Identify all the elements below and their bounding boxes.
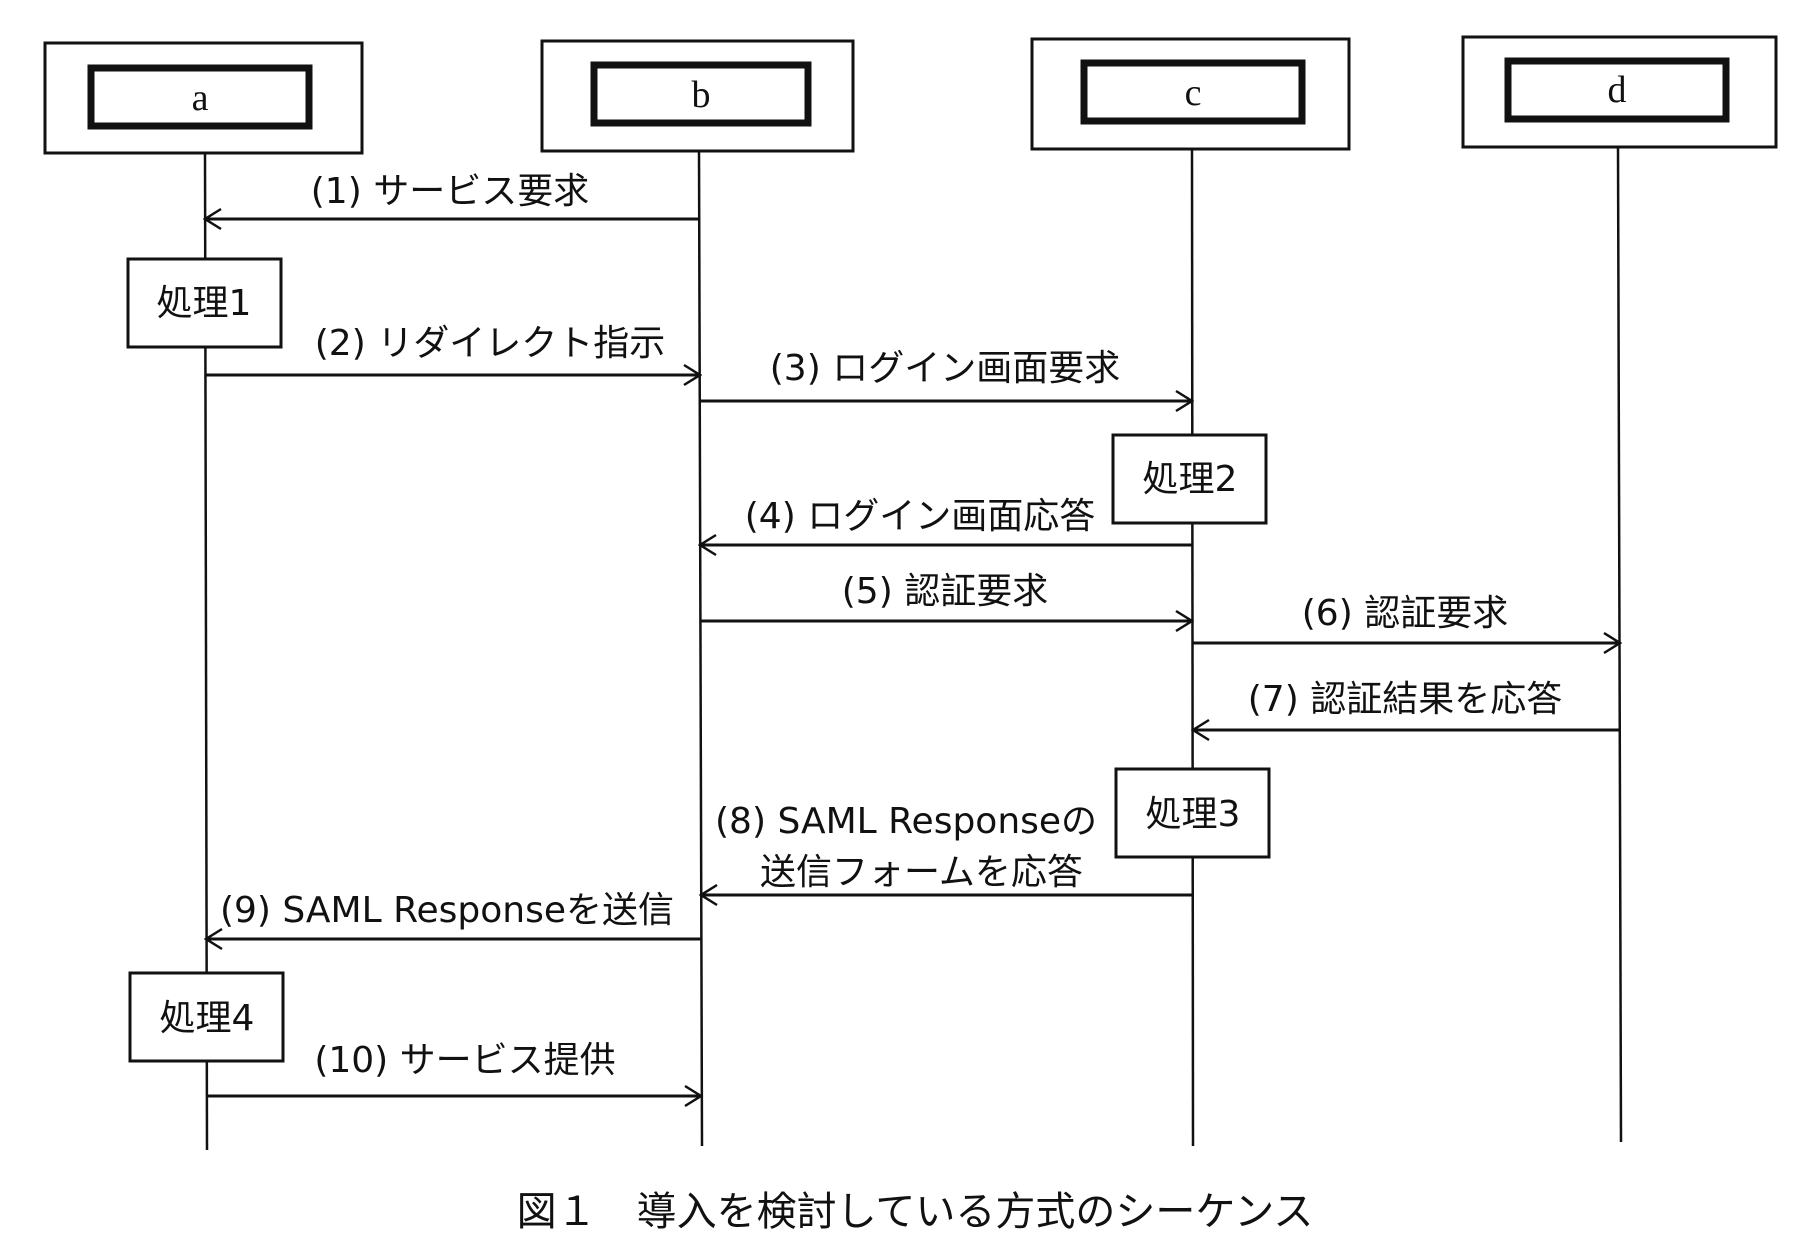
actor-a: a: [43, 41, 364, 155]
process-2-label: 処理2: [1143, 459, 1238, 500]
process-3-label: 処理3: [1146, 794, 1241, 835]
message-9-label: (9) SAML Responseを送信: [220, 890, 674, 931]
message-7: (7) 認証結果を応答: [1193, 679, 1620, 730]
message-4-label: (4) ログイン画面応答: [745, 496, 1095, 537]
process-1-label: 処理1: [157, 283, 252, 324]
message-5-label: (5) 認証要求: [842, 571, 1048, 612]
message-6-label: (6) 認証要求: [1302, 593, 1508, 634]
actor-c: c: [1030, 37, 1351, 151]
lifeline-c: [1190, 148, 1195, 1147]
message-5: (5) 認証要求: [700, 571, 1192, 621]
lifeline-b: [697, 150, 704, 1147]
actor-d-label: d: [1608, 69, 1627, 111]
message-7-label: (7) 認証結果を応答: [1248, 679, 1562, 720]
actor-a-label: a: [192, 77, 209, 119]
process-4: 処理4: [128, 971, 285, 1063]
message-2-label: (2) リダイレクト指示: [315, 323, 665, 364]
message-1-label: (1) サービス要求: [311, 171, 589, 212]
message-2: (2) リダイレクト指示: [206, 323, 700, 375]
actor-d-inner-box: [1504, 57, 1730, 123]
actor-b-inner-box: [590, 61, 812, 127]
actor-b: b: [540, 39, 855, 153]
process-3: 処理3: [1114, 767, 1271, 859]
message-1: (1) サービス要求: [205, 171, 699, 219]
actor-a-inner-box: [87, 64, 313, 130]
message-4: (4) ログイン画面応答: [700, 496, 1192, 545]
message-10: (10) サービス提供: [207, 1040, 701, 1096]
message-9: (9) SAML Responseを送信: [206, 890, 701, 939]
message-10-label: (10) サービス提供: [314, 1040, 615, 1081]
process-2: 処理2: [1111, 433, 1268, 525]
message-8: (8) SAML Responseの 送信フォームを応答: [701, 801, 1193, 895]
message-8-label-line2: 送信フォームを応答: [760, 852, 1083, 893]
actor-b-label: b: [692, 74, 711, 116]
figure-caption: 図１ 導入を検討している方式のシーケンス: [517, 1189, 1314, 1235]
actor-c-label: c: [1185, 72, 1202, 114]
actor-d: d: [1461, 35, 1778, 149]
process-3-box: [1114, 767, 1271, 859]
process-1-box: [126, 257, 283, 349]
message-6: (6) 認証要求: [1192, 593, 1620, 643]
process-2-box: [1111, 433, 1268, 525]
process-1: 処理1: [126, 257, 283, 349]
actor-c-inner-box: [1080, 59, 1306, 125]
message-8-label-line1: (8) SAML Responseの: [715, 801, 1097, 842]
process-4-label: 処理4: [160, 998, 255, 1039]
message-3: (3) ログイン画面要求: [700, 348, 1192, 401]
process-4-box: [128, 971, 285, 1063]
message-3-label: (3) ログイン画面要求: [770, 348, 1120, 389]
